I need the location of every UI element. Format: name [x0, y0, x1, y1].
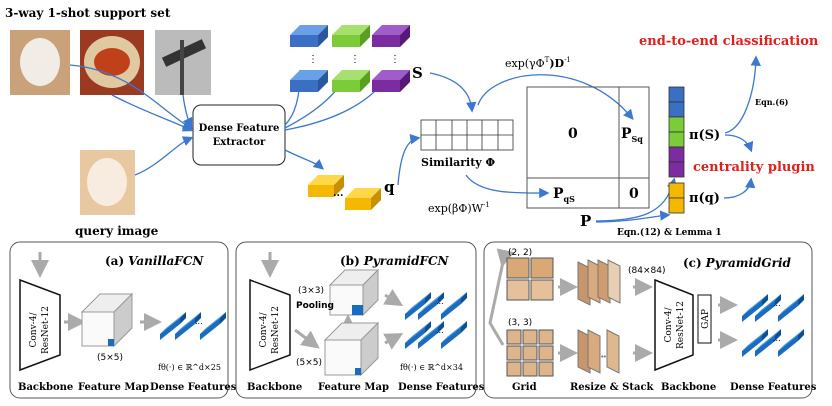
arrow-piq-to-centrality [723, 177, 756, 199]
svg-text:GAP: GAP [701, 309, 711, 329]
arrow-q-to-similarity [397, 134, 421, 186]
feature-map-cube [80, 292, 134, 348]
arrow-to-end-to-end [724, 55, 761, 134]
svg-text:(a)VanillaFCN: (a)VanillaFCN [105, 254, 204, 268]
pooled-feature-map [328, 268, 380, 317]
svg-text:Backbone: Backbone [18, 382, 73, 393]
svg-text:Backbone: Backbone [247, 382, 302, 393]
dense-features: ... [160, 312, 226, 340]
similarity-label: Similarity Φ [421, 156, 496, 169]
pi-S-label: π(S) [689, 128, 720, 143]
exp-gamma-formula: exp(γΦT)D-1 [505, 56, 571, 70]
arrow-piS-to-centrality [724, 134, 754, 153]
svg-text:Feature Map: Feature Map [318, 382, 389, 393]
resized-stack-bottom: ... [577, 329, 620, 374]
arrow-P-to-piq [595, 210, 671, 223]
svg-text:⋮: ⋮ [350, 54, 360, 65]
query-features-ellipsis: ... [333, 188, 343, 199]
block-zero-ss: 0 [568, 126, 578, 142]
svg-text:...: ... [773, 334, 781, 343]
svg-text:⋮: ⋮ [390, 54, 400, 65]
backbone-trapezoid [19, 278, 61, 372]
svg-text:...: ... [773, 299, 781, 308]
dense-features: ... ... [742, 294, 804, 357]
svg-text:Resize & Stack: Resize & Stack [570, 382, 655, 393]
svg-text:Dense Features: Dense Features [730, 382, 817, 393]
arrow-support-sign [182, 94, 193, 129]
arrow-to-Pqs [465, 174, 550, 199]
stationary-distribution-vector [668, 86, 685, 214]
panel-pyramid-fcn: (b)PyramidFCN Conv-4/ ResNet-12 (3×3) Po… [235, 241, 485, 399]
svg-text:...: ... [436, 297, 444, 306]
arrow-S-to-similarity [429, 72, 477, 113]
svg-text:Dense Features: Dense Features [150, 382, 237, 393]
svg-text:(2, 2): (2, 2) [508, 248, 532, 258]
svg-text:(b)PyramidFCN: (b)PyramidFCN [340, 254, 450, 268]
svg-text:Conv-4/: Conv-4/ [664, 307, 674, 343]
end-to-end-classification-label: end-to-end classification [639, 34, 819, 49]
svg-text:fθ(·) ∈ ℝ^d×34: fθ(·) ∈ ℝ^d×34 [400, 363, 463, 372]
arrow-support-dog [69, 64, 194, 130]
pi-q-label: π(q) [689, 191, 720, 206]
arrow-to-query-features [284, 149, 324, 170]
svg-text:...: ... [195, 317, 203, 326]
gap-box [697, 294, 712, 344]
svg-text:Dense Features: Dense Features [398, 382, 485, 393]
similarity-matrix [420, 119, 514, 151]
svg-text:(5×5): (5×5) [97, 353, 123, 363]
dense-features: ... ... [405, 292, 467, 349]
grid-2x2 [506, 257, 554, 301]
extractor-label-line2: Extractor [213, 137, 266, 148]
eqn12-label: Eqn.(12) & Lemma 1 [617, 227, 722, 238]
svg-text:(3×3): (3×3) [298, 286, 324, 296]
svg-text:...: ... [436, 326, 444, 335]
svg-text:...: ... [601, 350, 609, 359]
arrow-support-food [111, 94, 194, 132]
svg-text:(5×5): (5×5) [296, 358, 322, 368]
extractor-label-line1: Dense Feature [199, 123, 280, 134]
dense-feature-extractor-box [192, 104, 286, 166]
arrow-to-Psq [477, 74, 634, 121]
arrow-query [134, 136, 194, 176]
support-set-title: 3-way 1-shot support set [5, 6, 171, 20]
block-zero-qq: 0 [629, 186, 639, 202]
svg-text:(c)PyramidGrid: (c)PyramidGrid [683, 256, 792, 270]
svg-text:(3, 3): (3, 3) [508, 318, 532, 328]
P-label: P [580, 212, 591, 230]
svg-text:⋮: ⋮ [308, 54, 318, 65]
svg-text:fθ(·) ∈ ℝ^d×25: fθ(·) ∈ ℝ^d×25 [158, 363, 221, 372]
S-label: S [412, 64, 423, 82]
block-Pqs: PqS [553, 186, 575, 204]
eqn6-label: Eqn.(6) [755, 97, 789, 107]
support-features-blue: ⋮ [290, 25, 328, 92]
query-image-label: query image [75, 224, 159, 238]
transition-matrix-P [526, 86, 650, 209]
svg-text:ResNet-12: ResNet-12 [41, 306, 51, 354]
svg-text:ResNet-12: ResNet-12 [271, 306, 281, 354]
svg-text:(84×84): (84×84) [628, 266, 665, 276]
feature-map-cube [323, 321, 380, 377]
grid-3x3 [506, 329, 554, 377]
resized-stack-top [577, 259, 621, 306]
query-features-yellow [308, 175, 381, 210]
svg-text:Feature Map: Feature Map [78, 382, 149, 393]
block-Psq: PSq [621, 126, 643, 144]
svg-text:Backbone: Backbone [661, 382, 716, 393]
panel-vanilla-fcn: (a)VanillaFCN Conv-4/ ResNet-12 (5×5) ..… [9, 241, 237, 399]
svg-text:ResNet-12: ResNet-12 [676, 301, 686, 349]
support-features-green: ⋮ [332, 25, 370, 92]
svg-text:Grid: Grid [512, 382, 537, 393]
svg-text:Pooling: Pooling [296, 301, 334, 311]
centrality-plugin-label: centrality plugin [693, 160, 815, 175]
panel-pyramid-grid: (c)PyramidGrid (2, 2) (3, 3) ... (84×84)… [483, 241, 817, 399]
svg-text:Conv-4/: Conv-4/ [29, 312, 39, 348]
support-features-purple: ⋮ [372, 25, 410, 92]
svg-text:Conv-4/: Conv-4/ [259, 312, 269, 348]
exp-beta-formula: exp(βΦ)W-1 [428, 201, 490, 215]
q-label: q [384, 178, 395, 196]
